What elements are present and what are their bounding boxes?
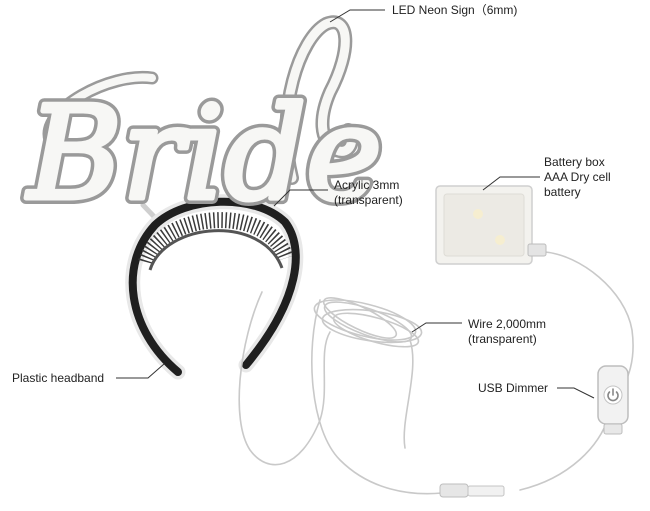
label-acrylic-line1: Acrylic 3mm xyxy=(334,178,400,192)
label-acrylic-line2: (transparent) xyxy=(334,193,403,207)
neon-sign: Bride Bride xyxy=(20,74,388,235)
usb-dimmer xyxy=(597,365,629,435)
leader-lines xyxy=(116,9,595,399)
label-wire: Wire 2,000mm (transparent) xyxy=(468,317,546,347)
plastic-headband xyxy=(125,194,304,380)
label-acrylic: Acrylic 3mm (transparent) xyxy=(334,178,403,208)
neon-sign-text-outline: Bride xyxy=(26,80,382,229)
label-led-neon-sign: LED Neon Sign（6mm) xyxy=(392,3,518,17)
label-battery-line3: battery xyxy=(544,185,581,199)
wire-coil xyxy=(313,297,423,348)
neon-flourish xyxy=(42,15,359,185)
battery-box xyxy=(435,185,547,265)
label-battery-box: Battery box AAA Dry cell battery xyxy=(544,155,611,200)
label-wire-line2: (transparent) xyxy=(468,332,537,346)
label-plastic-headband: Plastic headband xyxy=(12,371,105,385)
usb-connector xyxy=(439,483,505,498)
power-icon xyxy=(607,388,619,402)
label-usb-dimmer: USB Dimmer xyxy=(478,381,549,395)
label-battery-line1: Battery box xyxy=(544,155,605,169)
label-wire-line1: Wire 2,000mm xyxy=(468,317,547,331)
label-battery-line2: AAA Dry cell xyxy=(544,170,611,184)
neon-sign-text: Bride xyxy=(26,80,382,229)
